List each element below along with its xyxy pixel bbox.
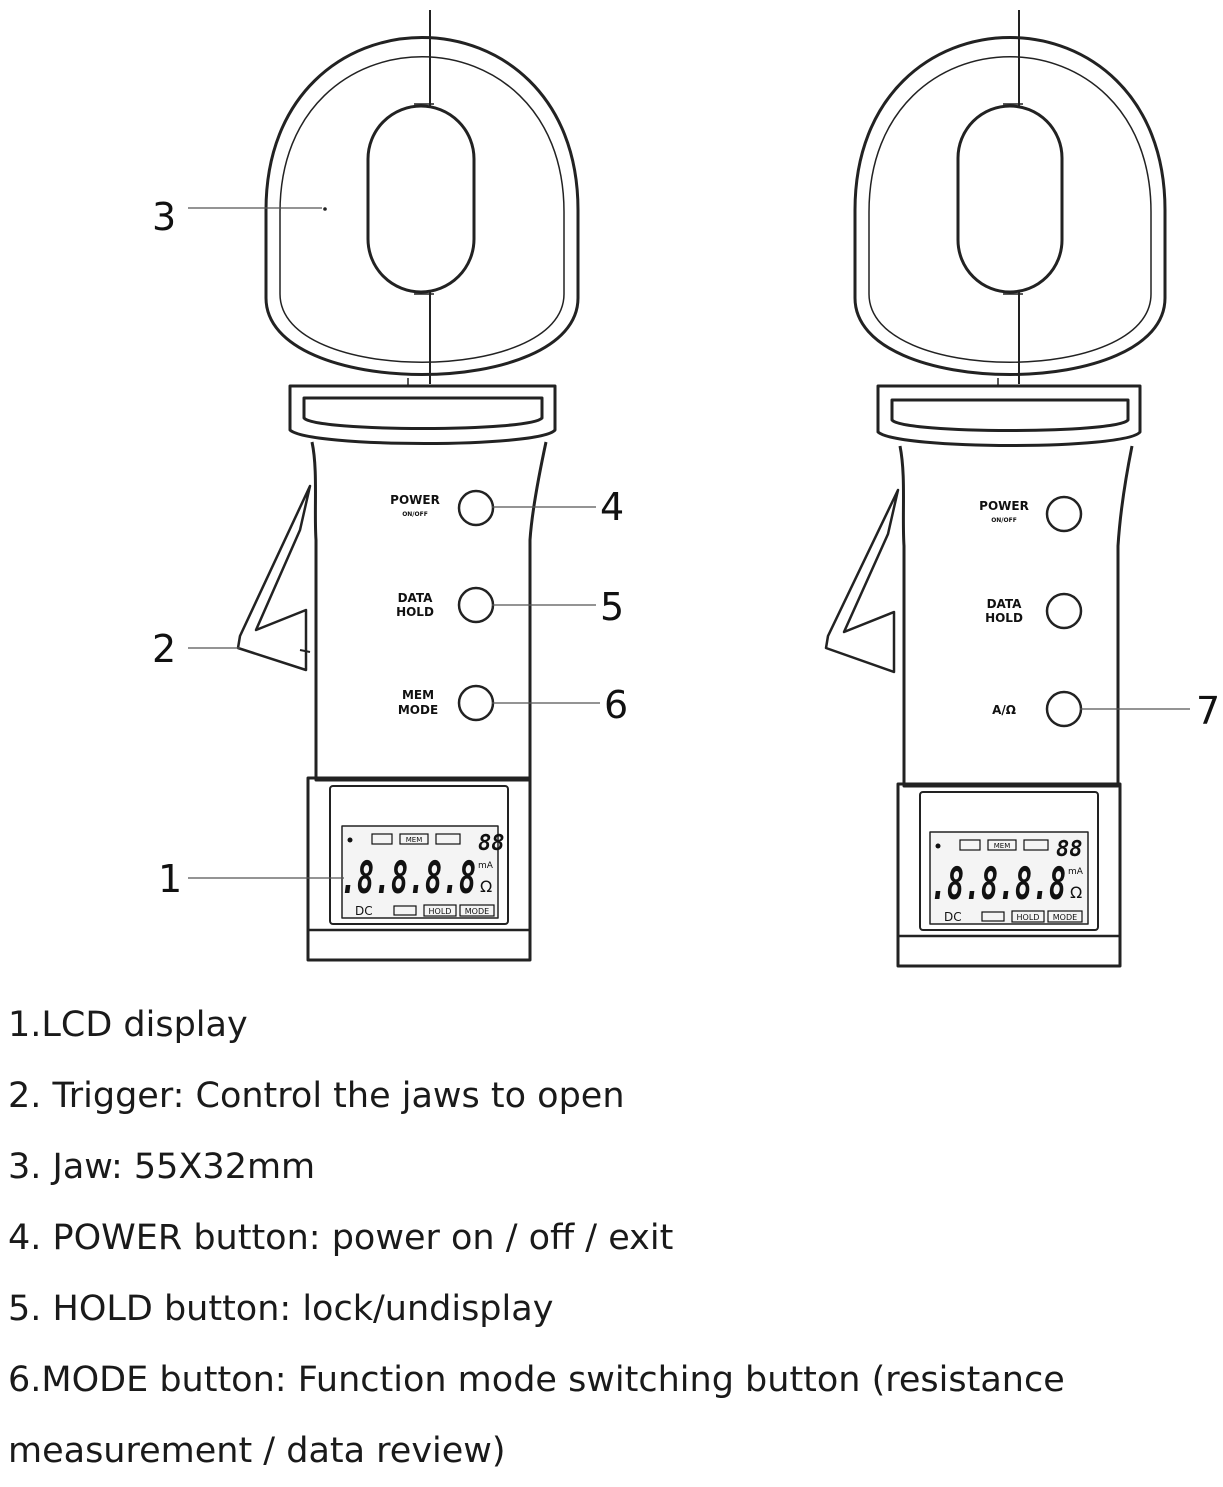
left-mode-label-line1: MEM bbox=[402, 688, 434, 702]
left-hold-button[interactable] bbox=[457, 586, 495, 624]
legend-item-trigger: 2. Trigger: Control the jaws to open bbox=[8, 1076, 625, 1116]
right-power-label: POWER bbox=[979, 499, 1029, 513]
right-button-labels: POWER ON/OFF DATA HOLD A/Ω bbox=[979, 499, 1029, 717]
right-jaw bbox=[853, 10, 1167, 386]
right-lcd-main-digits: .8.8.8.8 bbox=[930, 859, 1066, 910]
right-lcd-screen: MEM 88 .8.8.8.8 mA Ω DC HOLD MODE bbox=[930, 837, 1084, 924]
svg-text:MEM: MEM bbox=[994, 842, 1011, 850]
right-guard bbox=[876, 384, 1142, 447]
right-lcd-dc: DC bbox=[944, 910, 962, 924]
left-button-labels: POWER ON/OFF DATA HOLD MEM MODE bbox=[390, 493, 440, 717]
legend-list: 1.LCD display 2. Trigger: Control the ja… bbox=[8, 990, 1213, 1487]
left-clamp-meter bbox=[236, 10, 580, 962]
right-lcd-small-digits: 88 bbox=[1056, 837, 1083, 862]
left-handle-body bbox=[310, 441, 548, 782]
svg-text:MODE: MODE bbox=[465, 907, 489, 916]
left-lcd-unit-ma: mA bbox=[478, 861, 494, 871]
right-lcd-mode-badge bbox=[1047, 910, 1083, 923]
right-display-housing bbox=[896, 782, 1122, 968]
right-trigger[interactable] bbox=[824, 488, 900, 674]
left-power-label: POWER bbox=[390, 493, 440, 507]
left-mode-label-line2: MODE bbox=[398, 703, 438, 717]
left-power-button[interactable] bbox=[457, 489, 495, 527]
left-lcd-dc: DC bbox=[355, 904, 373, 918]
right-clamp-meter bbox=[824, 10, 1167, 968]
left-guard bbox=[288, 384, 557, 445]
right-lcd-mem-badge bbox=[987, 839, 1017, 851]
legend-item-lcd: 1.LCD display bbox=[8, 1005, 248, 1045]
svg-text:HOLD: HOLD bbox=[429, 907, 452, 916]
left-lcd-hold-badge bbox=[423, 904, 457, 917]
callout-number-3: 3 bbox=[152, 195, 176, 239]
left-trigger[interactable] bbox=[236, 484, 312, 672]
left-lcd-unit-ohm: Ω bbox=[480, 877, 492, 896]
legend-item-power: 4. POWER button: power on / off / exit bbox=[8, 1218, 674, 1258]
right-lcd-hold-badge bbox=[1011, 910, 1045, 923]
right-handle-body bbox=[898, 445, 1134, 788]
right-hold-button[interactable] bbox=[1045, 592, 1083, 630]
left-lcd-screen: MEM 88 .8.8.8.8 mA Ω DC HOLD MODE bbox=[340, 831, 505, 918]
callouts bbox=[188, 207, 1190, 879]
callout-number-4: 4 bbox=[600, 485, 624, 529]
legend-item-mode-continued: measurement / data review) bbox=[8, 1431, 506, 1471]
left-lcd-small-digits: 88 bbox=[478, 831, 505, 856]
right-a-ohm-button[interactable] bbox=[1045, 690, 1083, 728]
legend-item-mode: 6.MODE button: Function mode switching b… bbox=[8, 1360, 1065, 1400]
right-power-button[interactable] bbox=[1045, 495, 1083, 533]
left-display-housing bbox=[306, 776, 532, 962]
left-hold-label-line1: DATA bbox=[398, 591, 434, 605]
svg-text:MEM: MEM bbox=[406, 836, 423, 844]
left-lcd-mem-badge bbox=[399, 833, 429, 845]
left-hold-label-line2: HOLD bbox=[396, 605, 434, 619]
legend-item-hold: 5. HOLD button: lock/undisplay bbox=[8, 1289, 554, 1329]
callout-number-1: 1 bbox=[158, 857, 182, 901]
callout-numbers: 3 2 1 4 5 6 7 bbox=[152, 195, 1220, 901]
callout-number-6: 6 bbox=[604, 683, 628, 727]
svg-text:HOLD: HOLD bbox=[1017, 913, 1040, 922]
right-lcd-unit-ohm: Ω bbox=[1070, 883, 1082, 902]
left-mode-button[interactable] bbox=[457, 684, 495, 722]
callout-number-5: 5 bbox=[600, 585, 624, 629]
left-lcd-mode-badge bbox=[459, 904, 495, 917]
svg-text:MODE: MODE bbox=[1053, 913, 1077, 922]
clamp-meter-diagram: POWER ON/OFF DATA HOLD MEM MODE MEM 88 .… bbox=[152, 10, 1220, 968]
callout-number-7: 7 bbox=[1196, 689, 1220, 733]
callout-number-2: 2 bbox=[152, 627, 176, 671]
right-power-sublabel: ON/OFF bbox=[991, 517, 1017, 524]
right-lcd-unit-ma: mA bbox=[1068, 867, 1084, 877]
left-jaw bbox=[264, 10, 580, 386]
left-lcd-main-digits: .8.8.8.8 bbox=[340, 853, 476, 904]
left-power-sublabel: ON/OFF bbox=[402, 511, 428, 518]
legend-item-jaw: 3. Jaw: 55X32mm bbox=[8, 1147, 316, 1187]
right-hold-label-line1: DATA bbox=[987, 597, 1023, 611]
right-hold-label-line2: HOLD bbox=[985, 611, 1023, 625]
right-a-ohm-label: A/Ω bbox=[992, 703, 1016, 717]
